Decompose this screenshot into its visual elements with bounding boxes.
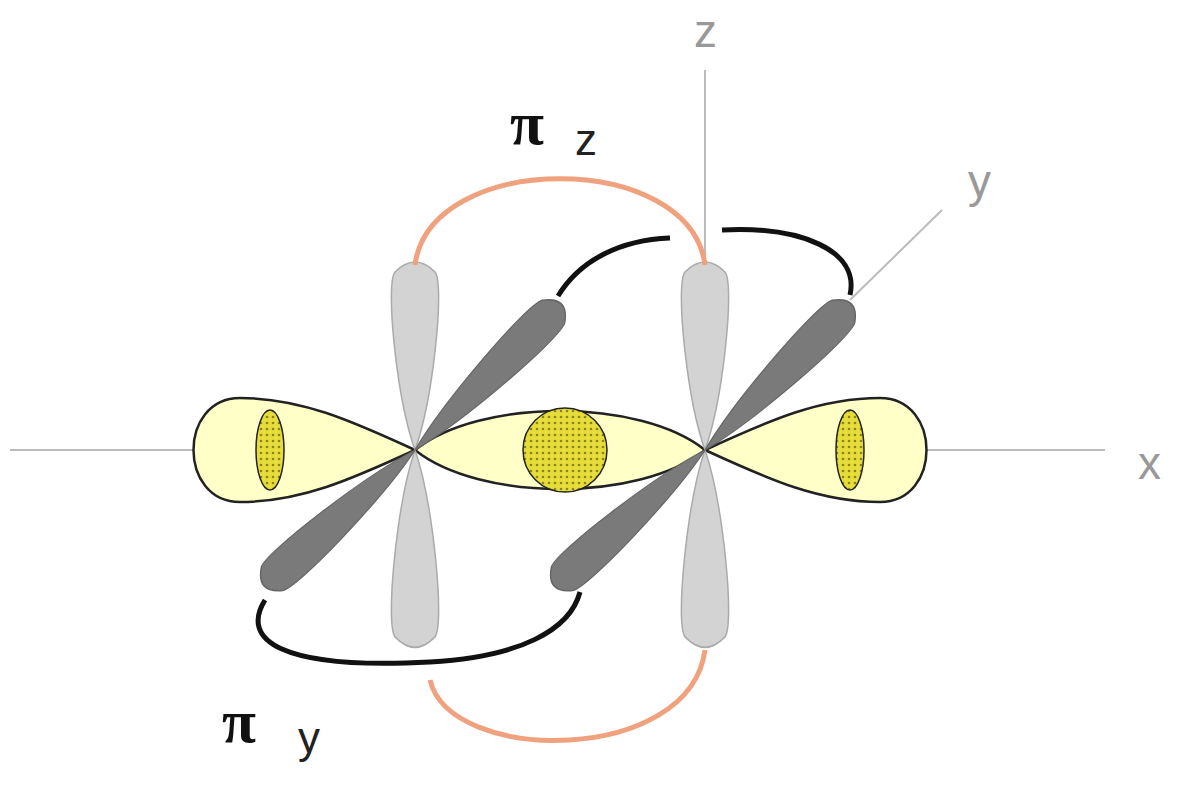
y-axis bbox=[850, 210, 942, 300]
pi-symbol: π bbox=[222, 690, 256, 752]
z-axis bbox=[704, 70, 706, 265]
axis-label: y bbox=[968, 158, 991, 204]
pi-z-bond bbox=[415, 179, 705, 741]
py-orbital bbox=[251, 290, 864, 599]
pi-y-bond bbox=[258, 230, 851, 664]
overlap-region bbox=[256, 408, 864, 492]
subscript-label: z bbox=[575, 118, 597, 162]
pz-orbital bbox=[391, 262, 728, 647]
axis-label: z bbox=[694, 8, 717, 54]
sigma-orbital bbox=[194, 398, 927, 502]
subscript-label: y bbox=[298, 716, 320, 760]
axis-label: x bbox=[1138, 440, 1161, 486]
pi-symbol: π bbox=[510, 92, 544, 154]
